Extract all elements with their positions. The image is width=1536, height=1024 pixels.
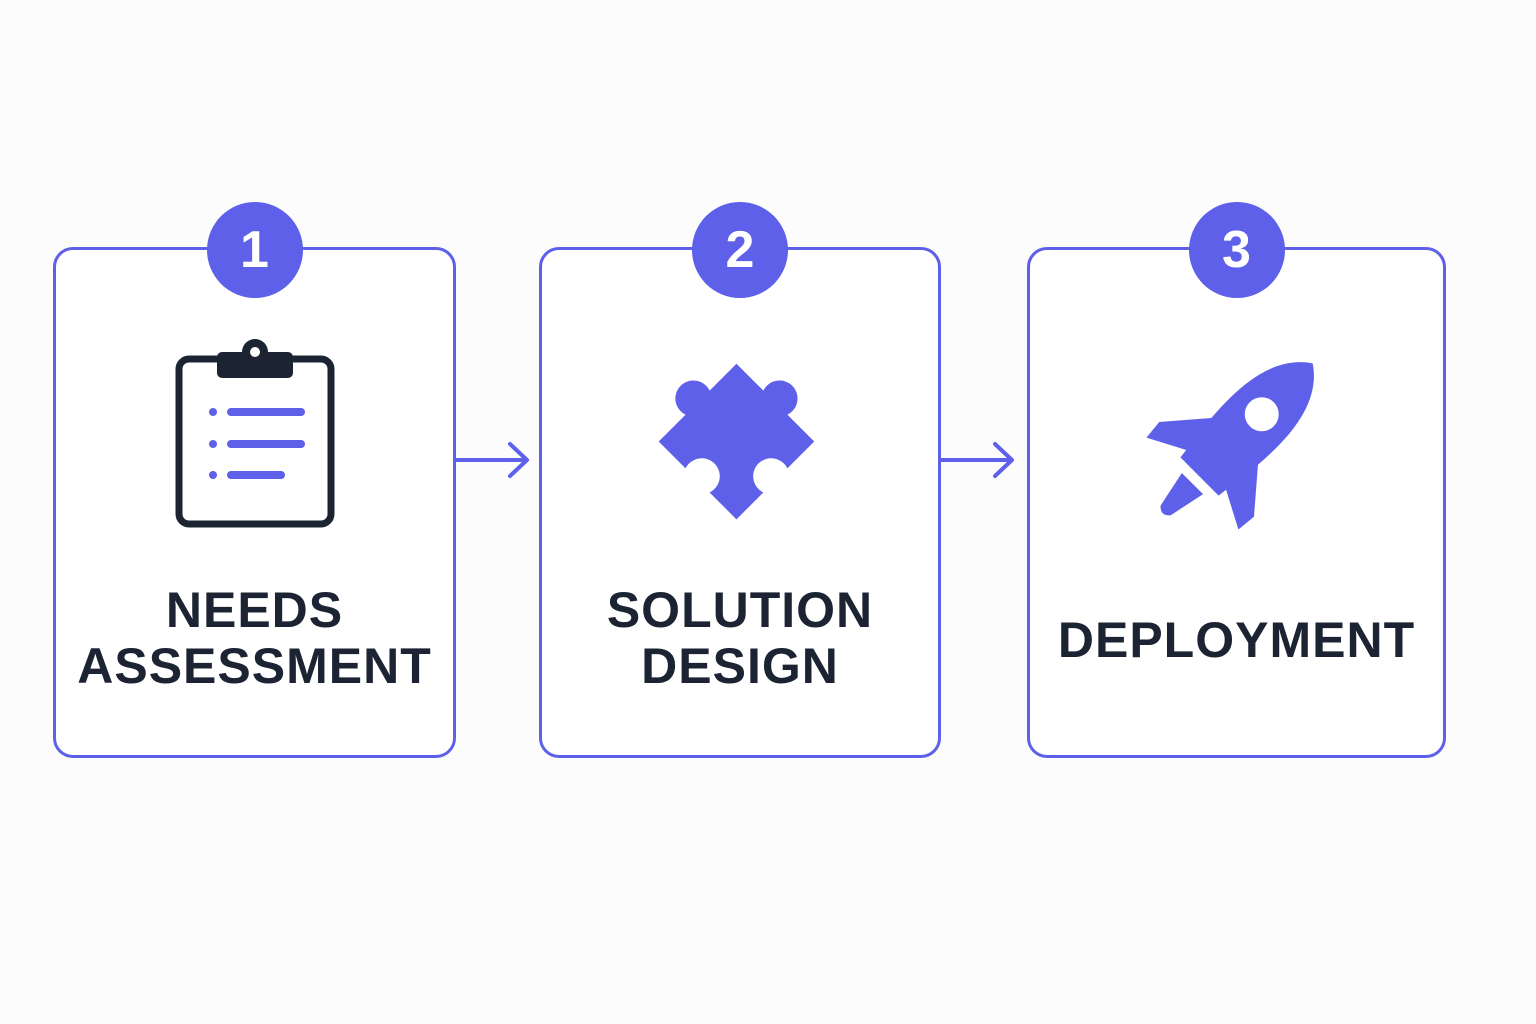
step-card-solution-design: 2 SOLUTION DESIGN xyxy=(539,202,941,758)
step-label-line: SOLUTION xyxy=(606,582,874,638)
step-number-badge: 3 xyxy=(1188,202,1285,298)
step-label: NEEDS ASSESSMENT xyxy=(56,582,453,694)
step-number-badge: 2 xyxy=(692,202,788,298)
step-card-deployment: 3 DEPLOYMENT xyxy=(1027,202,1446,758)
step-label-line: DESIGN xyxy=(641,638,839,694)
rocket-icon xyxy=(1145,362,1314,530)
step-number-badge: 1 xyxy=(206,202,303,298)
step-label: DEPLOYMENT xyxy=(1030,612,1443,668)
step-label-line: ASSESSMENT xyxy=(77,638,432,694)
flow-arrow xyxy=(939,440,1021,485)
step-card-needs-assessment: 1 NEEDS ASSESSMENT xyxy=(53,202,456,758)
puzzle-piece-icon xyxy=(658,363,815,520)
step-label-line: NEEDS xyxy=(165,582,344,638)
step-label-line: DEPLOYMENT xyxy=(1057,612,1416,668)
step-label: SOLUTION DESIGN xyxy=(542,582,938,694)
clipboard-icon xyxy=(175,339,334,528)
flow-arrow xyxy=(454,440,536,485)
